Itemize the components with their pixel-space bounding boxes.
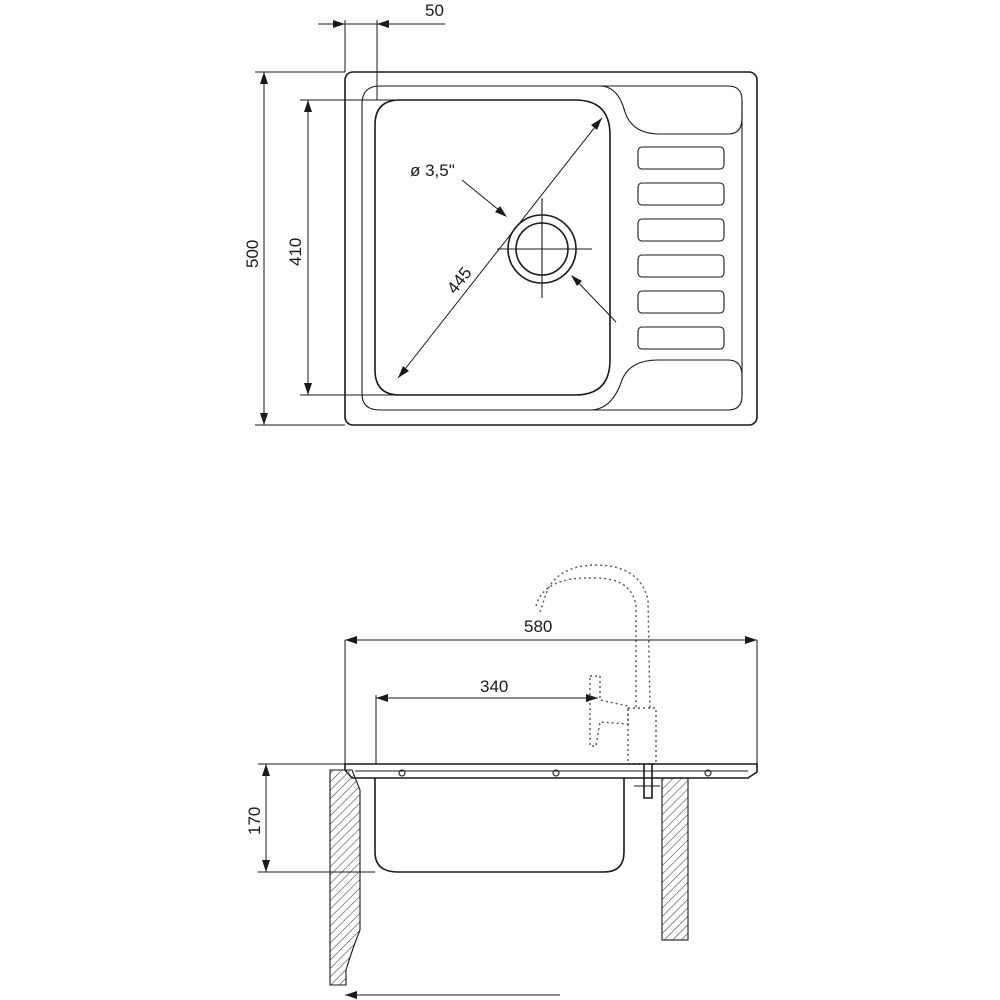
dim-bowl-height-label: 410 bbox=[286, 238, 305, 266]
sink-bowl bbox=[374, 99, 611, 396]
sink-inner-rim bbox=[380, 85, 743, 135]
dim-outer-height-label: 500 bbox=[243, 240, 262, 268]
drainboard-ribs bbox=[637, 146, 725, 350]
dim-diagonal-label: 445 bbox=[443, 263, 475, 297]
dim-width-label: 580 bbox=[524, 617, 552, 636]
sink-bowl-profile bbox=[374, 778, 625, 873]
cabinet-wall-right bbox=[661, 777, 689, 941]
dim-offset-label: 50 bbox=[425, 1, 444, 20]
faucet-outline bbox=[535, 564, 657, 765]
drain-hole bbox=[497, 198, 592, 298]
dim-drain-label: ø 3,5" bbox=[410, 161, 455, 180]
cabinet-wall-left bbox=[329, 769, 361, 986]
side-view: 580 340 170 bbox=[245, 564, 758, 999]
dim-bowl-width-label: 340 bbox=[480, 677, 508, 696]
sink-frame bbox=[361, 85, 743, 411]
sink-outer-rim bbox=[344, 71, 758, 426]
dim-depth-label: 170 bbox=[245, 807, 264, 835]
top-view: 445 ø 3,5" 50 500 410 bbox=[243, 1, 758, 426]
